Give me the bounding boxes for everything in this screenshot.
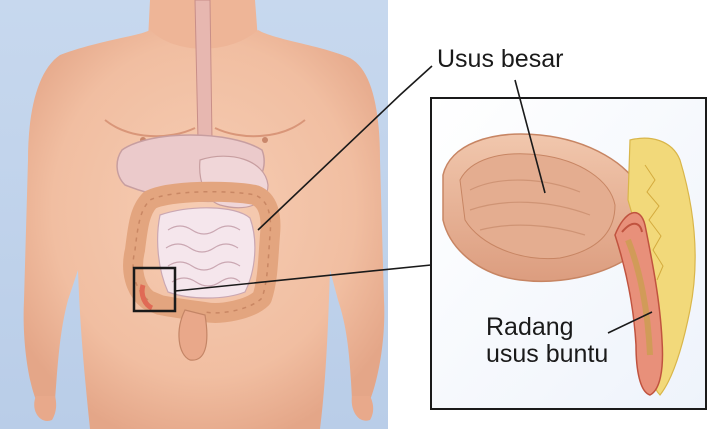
label-large-intestine: Usus besar [437,46,563,73]
label-appendicitis-line1: Radang [486,314,608,341]
label-appendicitis-line2: usus buntu [486,341,608,368]
label-appendicitis: Radang usus buntu [486,314,608,368]
